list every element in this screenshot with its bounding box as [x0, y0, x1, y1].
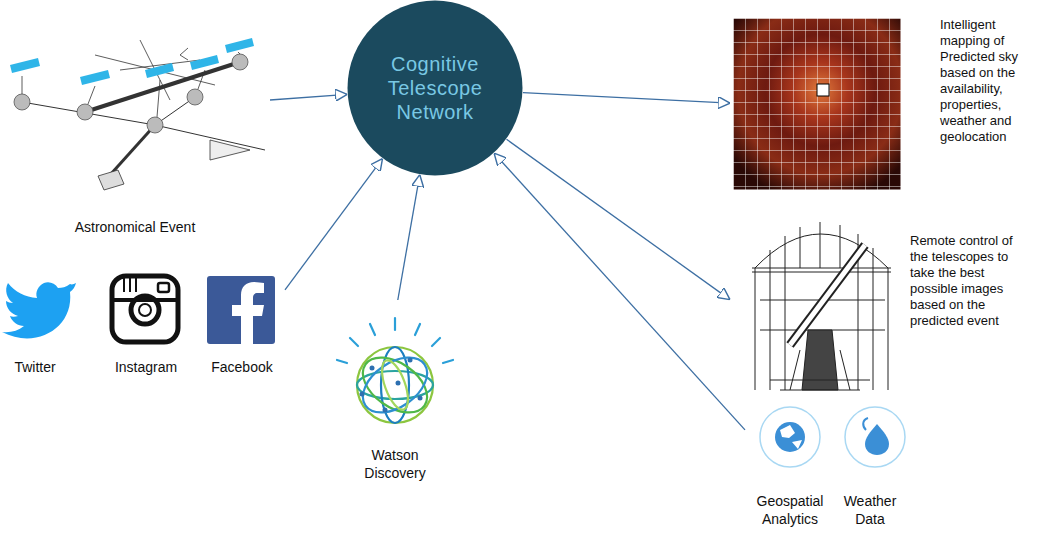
- data-sources-figure: Geospatial AnalyticsWeather Data: [745, 400, 915, 530]
- instagram-logo: [112, 276, 178, 342]
- observatory-telescope: [752, 222, 891, 390]
- geospatial-icon: [760, 407, 820, 467]
- twitter-logo: [2, 282, 76, 338]
- node-caption: Watson Discovery: [350, 446, 440, 482]
- hub-circle: [348, 1, 523, 176]
- flow-arrow: [398, 175, 420, 300]
- social-media-group: Twitter Instagram Facebook: [0, 270, 285, 380]
- flow-arrow: [523, 93, 730, 104]
- sky-map-figure: Intelligent mapping of Predicted sky bas…: [730, 15, 1050, 195]
- optical-bench-illustration: [10, 38, 265, 190]
- watson-figure: Watson Discovery: [325, 300, 465, 475]
- flow-arrow: [494, 153, 745, 430]
- watson-globe: [337, 318, 453, 424]
- flow-arrow: [285, 159, 383, 290]
- sky-grid-map: [733, 18, 901, 190]
- event-figure: Astronomical Event: [0, 40, 270, 240]
- node-caption: Twitter: [0, 358, 70, 376]
- flow-arrow: [507, 139, 730, 299]
- network-hub-circle: Cognitive Telescope Network: [347, 0, 523, 176]
- node-caption: Weather Data: [830, 492, 910, 528]
- hub-label: Cognitive Telescope Network: [365, 52, 505, 124]
- node-caption: Geospatial Analytics: [745, 492, 835, 528]
- node-caption: Intelligent mapping of Predicted sky bas…: [940, 17, 1042, 145]
- node-caption: Facebook: [206, 358, 278, 376]
- flow-arrow: [270, 94, 347, 100]
- node-caption: Remote control of the telescopes to take…: [910, 233, 1034, 329]
- weather-icon: [845, 407, 905, 467]
- facebook-logo: [207, 276, 275, 344]
- telescope-figure: Remote control of the telescopes to take…: [730, 215, 1050, 395]
- node-caption: Astronomical Event: [35, 218, 235, 236]
- node-caption: Instagram: [110, 358, 182, 376]
